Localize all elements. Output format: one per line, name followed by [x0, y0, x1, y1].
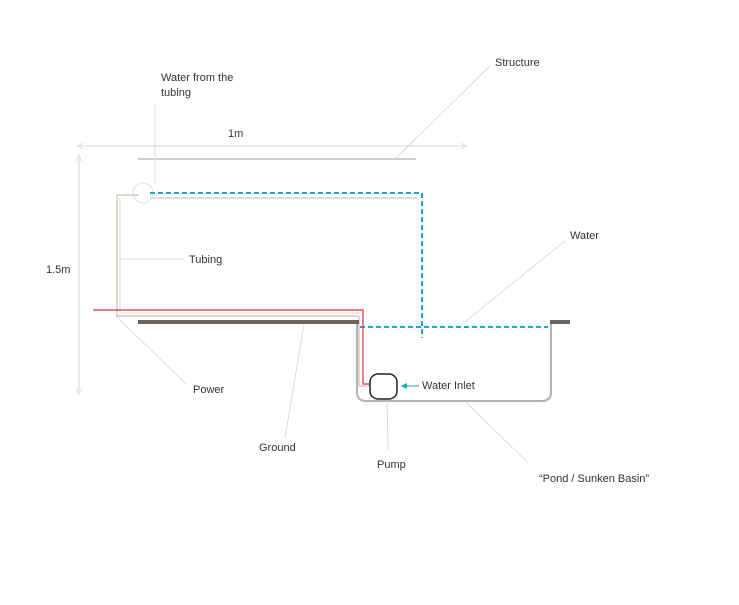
water-from-tubing-label-line1: Water from the — [161, 72, 233, 84]
pump-label: Pump — [377, 459, 406, 471]
water-leader-line — [460, 240, 566, 326]
tubing-label: Tubing — [189, 254, 222, 266]
water-label: Water — [570, 230, 599, 242]
power-label: Power — [193, 384, 225, 396]
water-from-tubing-label-line2: tubing — [161, 87, 191, 99]
structure-leader-line — [394, 65, 491, 160]
width-dimension-label: 1m — [228, 128, 243, 140]
ground-label: Ground — [259, 442, 296, 454]
power-cable — [93, 309, 370, 385]
ground-leader-line — [284, 323, 305, 439]
pump — [369, 373, 398, 400]
pump-leader-line — [386, 400, 389, 451]
structure-label: Structure — [495, 57, 540, 69]
power-leader-line — [116, 316, 187, 385]
tubing-line-inner — [119, 198, 361, 314]
pond-label: “Pond / Sunken Basin” — [539, 473, 649, 485]
pond-basin — [356, 324, 552, 402]
tubing-line — [116, 194, 358, 317]
height-dimension-label: 1.5m — [46, 264, 70, 276]
tubing-pipe-to-pump — [358, 316, 369, 387]
water-spray-line — [150, 192, 423, 338]
water-inlet-label: Water Inlet — [422, 380, 475, 392]
pond-leader-line — [465, 401, 529, 464]
